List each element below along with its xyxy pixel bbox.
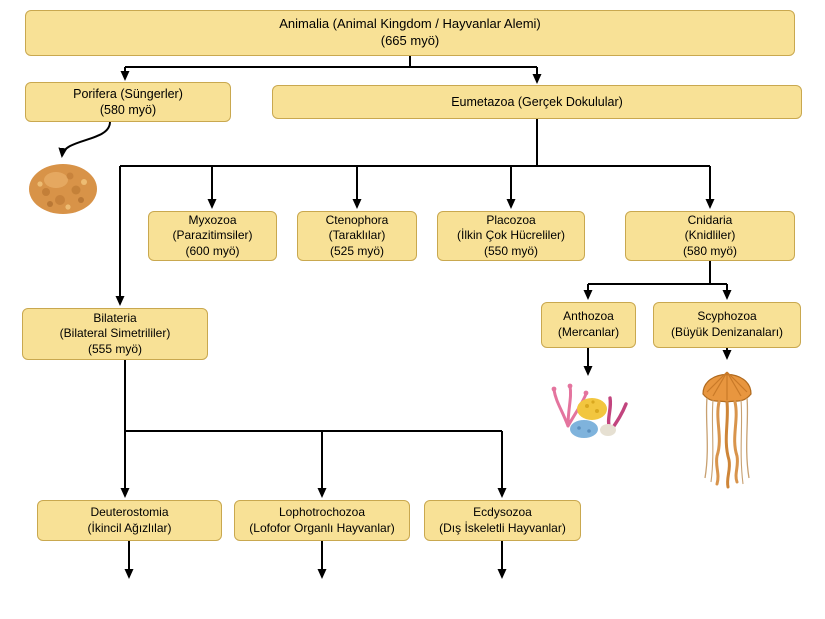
node-label: (665 myö) — [380, 33, 440, 48]
jellyfish-image — [702, 371, 752, 489]
node-label: Bilateria — [93, 310, 137, 325]
node-label: (Parazitimsiler) — [172, 228, 253, 243]
node-label: (İkincil Ağızlılar) — [87, 520, 172, 535]
node-label: Ecdysozoa — [473, 504, 532, 519]
node-porifera: Porifera (Süngerler) (580 myö) — [25, 82, 231, 122]
node-label: (Büyük Denizanaları) — [670, 325, 784, 339]
node-label: (600 myö) — [185, 243, 240, 258]
node-label: Placozoa — [486, 212, 536, 227]
node-animalia: Animalia (Animal Kingdom / Hayvanlar Ale… — [25, 10, 795, 56]
node-label: (Bilateral Simetrililer) — [59, 326, 171, 341]
node-label: Lophotrochozoa — [278, 504, 366, 519]
node-label: (Knidliler) — [684, 228, 736, 243]
node-label: Scyphozoa — [697, 309, 757, 324]
node-label: Ctenophora — [325, 212, 389, 227]
node-label: Animalia (Animal Kingdom / Hayvanlar Ale… — [279, 16, 541, 32]
node-anthozoa: Anthozoa (Mercanlar) — [541, 302, 636, 348]
node-label: Anthozoa — [563, 309, 614, 324]
node-label: (550 myö) — [483, 243, 539, 258]
node-label: (Lofofor Organlı Hayvanlar) — [249, 520, 395, 535]
node-label: (555 myö) — [87, 341, 143, 356]
node-label: (Mercanlar) — [557, 325, 620, 339]
node-label: (Dış İskeletli Hayvanlar) — [439, 520, 566, 535]
node-label: (525 myö) — [329, 243, 385, 258]
node-placozoa: Placozoa (İlkin Çok Hücreliler) (550 myö… — [437, 211, 585, 261]
node-myxozoa: Myxozoa (Parazitimsiler) (600 myö) — [148, 211, 277, 261]
coral-image — [551, 383, 628, 438]
node-label: (İlkin Çok Hücreliler) — [456, 228, 566, 243]
node-label: Porifera (Süngerler) — [73, 86, 183, 101]
node-deuterostomia: Deuterostomia (İkincil Ağızlılar) — [37, 500, 222, 541]
node-eumetazoa: Eumetazoa (Gerçek Dokulular) — [272, 85, 802, 119]
node-ecdysozoa: Ecdysozoa (Dış İskeletli Hayvanlar) — [424, 500, 581, 541]
node-label: (Taraklılar) — [328, 228, 386, 243]
node-bilateria: Bilateria (Bilateral Simetrililer) (555 … — [22, 308, 208, 360]
node-cnidaria: Cnidaria (Knidliler) (580 myö) — [625, 211, 795, 261]
node-label: (580 myö) — [99, 103, 157, 117]
sponge-image — [29, 164, 97, 214]
node-ctenophora: Ctenophora (Taraklılar) (525 myö) — [297, 211, 417, 261]
node-label: Myxozoa — [188, 212, 237, 227]
node-label: Deuterostomia — [90, 504, 169, 519]
node-label: (580 myö) — [682, 243, 738, 258]
node-label: Eumetazoa (Gerçek Dokulular) — [451, 94, 623, 109]
node-label: Cnidaria — [687, 212, 733, 227]
node-scyphozoa: Scyphozoa (Büyük Denizanaları) — [653, 302, 801, 348]
node-lophotrochozoa: Lophotrochozoa (Lofofor Organlı Hayvanla… — [234, 500, 410, 541]
